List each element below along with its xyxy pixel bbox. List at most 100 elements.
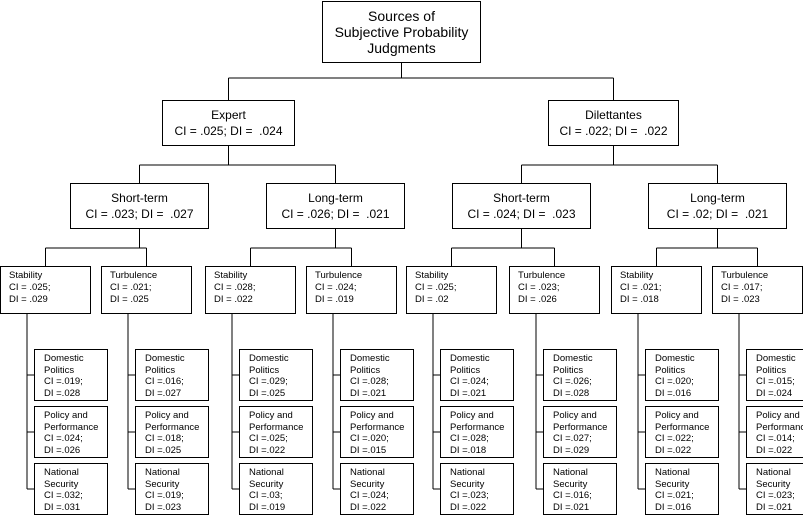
regime-di: DI = .026 (518, 294, 557, 305)
regime-name: Turbulence (315, 270, 363, 281)
regime-name: Stability (620, 270, 654, 281)
domain-di: DI =.022 (756, 444, 793, 456)
domain-ci: CI =.016; (553, 490, 592, 501)
regime-di: DI = .025 (110, 294, 149, 305)
domain-di: DI =.022 (350, 501, 387, 513)
domain-name-line: Domestic (450, 353, 490, 364)
domain-name-line: Security (249, 478, 284, 490)
domain-di: DI =.018 (450, 444, 487, 456)
domain-name-line: Domestic (756, 353, 796, 364)
domain-ci: CI =.019; (44, 376, 83, 387)
term-stats: CI = .026; DI = .021 (281, 207, 390, 221)
group-name: Expert (211, 108, 246, 122)
term-node-long-term: Long-term CI = .02; DI = .021 (648, 183, 787, 229)
domain-ci: CI =.019; (145, 490, 184, 501)
domain-ci: CI =.027; (553, 433, 592, 444)
domain-name-line: Policy and (145, 410, 189, 421)
domain-name-line: Security (145, 478, 180, 490)
domain-ci: CI =.028; (450, 433, 489, 444)
domain-name-line: Politics (553, 364, 584, 376)
regime-name: Turbulence (110, 270, 158, 281)
domain-name-line: Policy and (350, 410, 394, 421)
domain-ci: CI =.024; (44, 433, 83, 444)
domain-ci: CI =.018; (145, 433, 184, 444)
regime-ci: CI = .023; (518, 282, 560, 293)
domain-name-line: Politics (350, 364, 381, 376)
domain-name-line: Policy and (655, 410, 699, 421)
domain-name-line: Performance (44, 421, 99, 433)
domain-ci: CI =.022; (655, 433, 694, 444)
domain-name-line: Politics (756, 364, 787, 376)
domain-di: DI =.025 (249, 387, 286, 399)
domain-di: DI =.024 (756, 387, 793, 399)
group-name: Dilettantes (585, 108, 642, 122)
regime-di: DI = .022 (214, 294, 253, 305)
domain-name-line: Security (553, 478, 588, 490)
term-name: Short-term (493, 191, 550, 205)
root-title-line: Subjective Probability (334, 24, 469, 40)
domain-di: DI =.021 (450, 387, 487, 399)
domain-ci: CI =.025; (249, 433, 288, 444)
domain-ci: CI =.032; (44, 490, 83, 501)
domain-name-line: Domestic (553, 353, 593, 364)
domain-name-line: Performance (450, 421, 505, 433)
domain-name-line: Domestic (249, 353, 289, 364)
regime-name: Stability (9, 270, 43, 281)
domain-di: DI =.027 (145, 387, 182, 399)
domain-name-line: National (450, 467, 485, 478)
regime-ci: CI = .028; (214, 282, 256, 293)
regime-name: Stability (415, 270, 449, 281)
domain-name-line: Politics (145, 364, 176, 376)
term-name: Short-term (111, 191, 168, 205)
regime-name: Turbulence (518, 270, 566, 281)
regime-di: DI = .023 (721, 294, 760, 305)
domain-di: DI =.016 (655, 501, 692, 513)
domain-name-line: Policy and (450, 410, 494, 421)
domain-name-line: Security (756, 478, 791, 490)
domain-name-line: Politics (44, 364, 75, 376)
domain-di: DI =.022 (450, 501, 487, 513)
regime-di: DI = .018 (620, 294, 659, 305)
domain-name-line: Performance (756, 421, 803, 433)
root-title-line: Judgments (367, 40, 436, 56)
domain-name-line: Politics (249, 364, 280, 376)
domain-di: DI =.021 (756, 501, 793, 513)
term-name: Long-term (690, 191, 745, 205)
domain-ci: CI =.023; (450, 490, 489, 501)
domain-ci: CI =.016; (145, 376, 184, 387)
domain-di: DI =.022 (655, 444, 692, 456)
term-stats: CI = .02; DI = .021 (666, 207, 769, 221)
domain-di: DI =.019 (249, 501, 286, 513)
domain-name-line: National (655, 467, 690, 478)
domain-di: DI =.026 (44, 444, 81, 456)
regime-name: Stability (214, 270, 248, 281)
domain-name-line: National (44, 467, 79, 478)
domain-ci: CI =.024; (350, 490, 389, 501)
domain-ci: CI =.021; (655, 490, 694, 501)
domain-name-line: Performance (655, 421, 710, 433)
domain-name-line: National (145, 467, 180, 478)
regime-name: Turbulence (721, 270, 769, 281)
